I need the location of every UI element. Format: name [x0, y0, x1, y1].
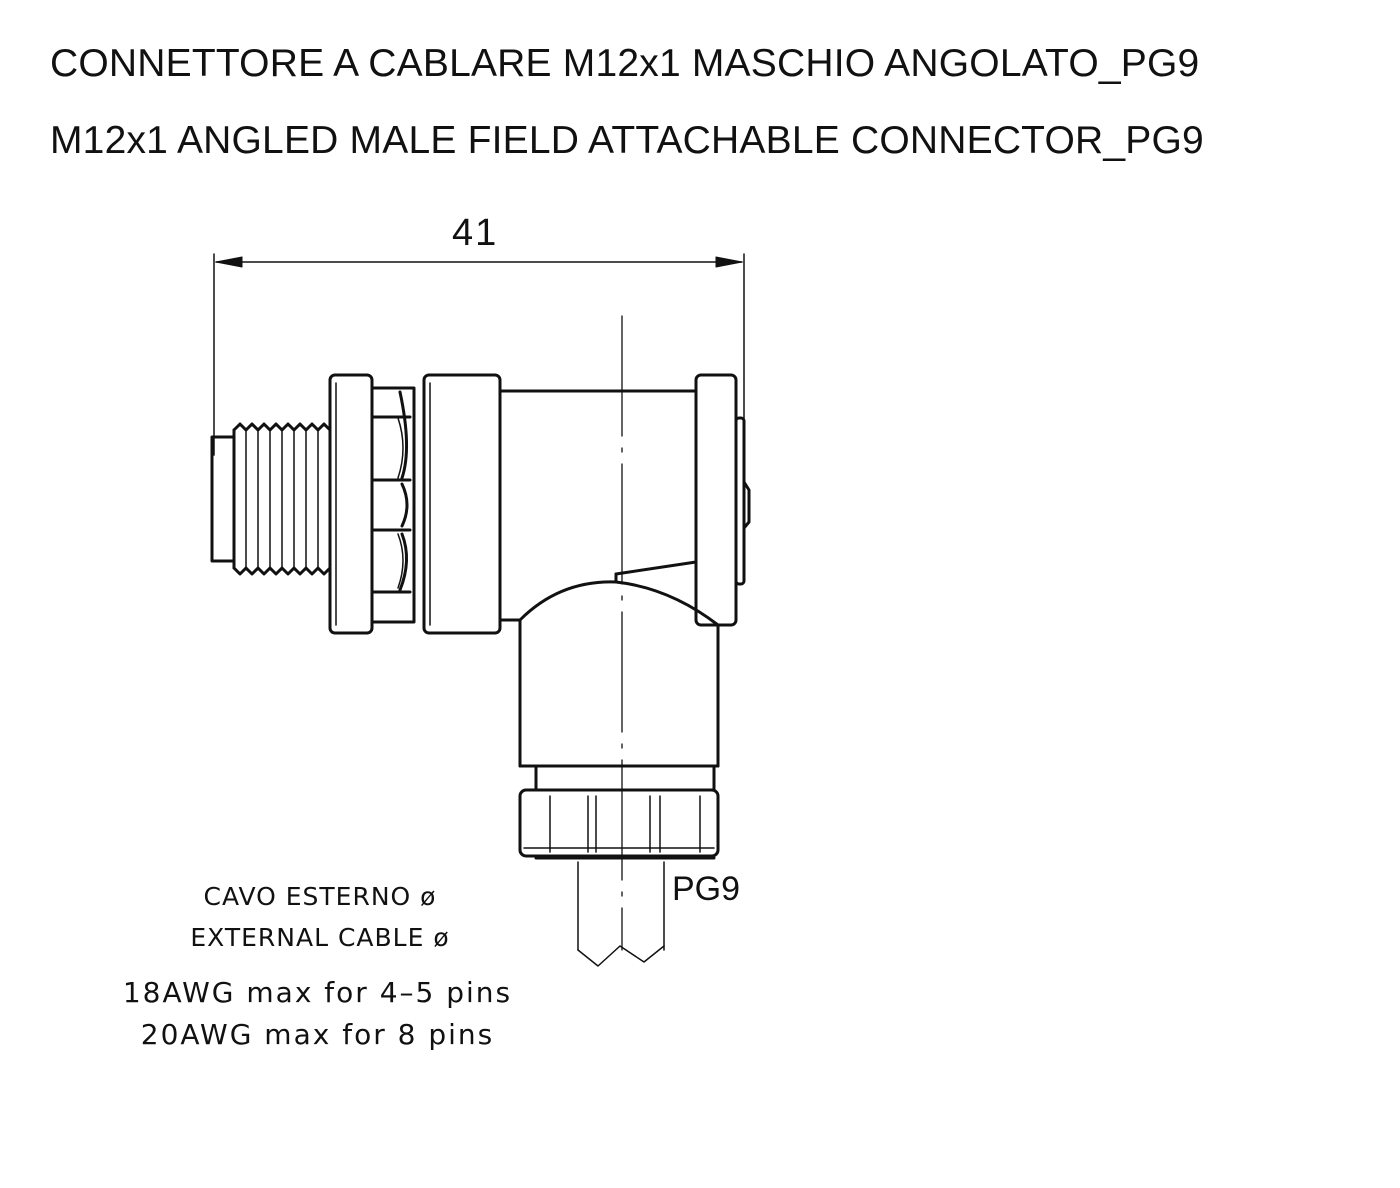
title-english: M12x1 ANGLED MALE FIELD ATTACHABLE CONNE…	[50, 119, 1204, 162]
cable-note-english: EXTERNAL CABLE ø	[190, 923, 450, 952]
awg-note-2: 20AWG max for 8 pins	[140, 1018, 495, 1051]
m12-thread	[210, 422, 332, 576]
dimension-label: 41	[452, 212, 499, 254]
cable	[577, 861, 665, 967]
flange	[328, 373, 374, 635]
pg9-label: PG9	[672, 870, 741, 908]
cable-note-italian: CAVO ESTERNO ø	[203, 882, 437, 911]
collar	[422, 373, 502, 635]
title-italian: CONNETTORE A CABLARE M12x1 MASCHIO ANGOL…	[50, 42, 1200, 85]
hex-nut	[370, 386, 416, 624]
dimension-line	[213, 253, 745, 456]
angled-body	[498, 373, 751, 768]
awg-note-1: 18AWG max for 4–5 pins	[122, 976, 513, 1009]
pg9-gland	[518, 764, 720, 860]
